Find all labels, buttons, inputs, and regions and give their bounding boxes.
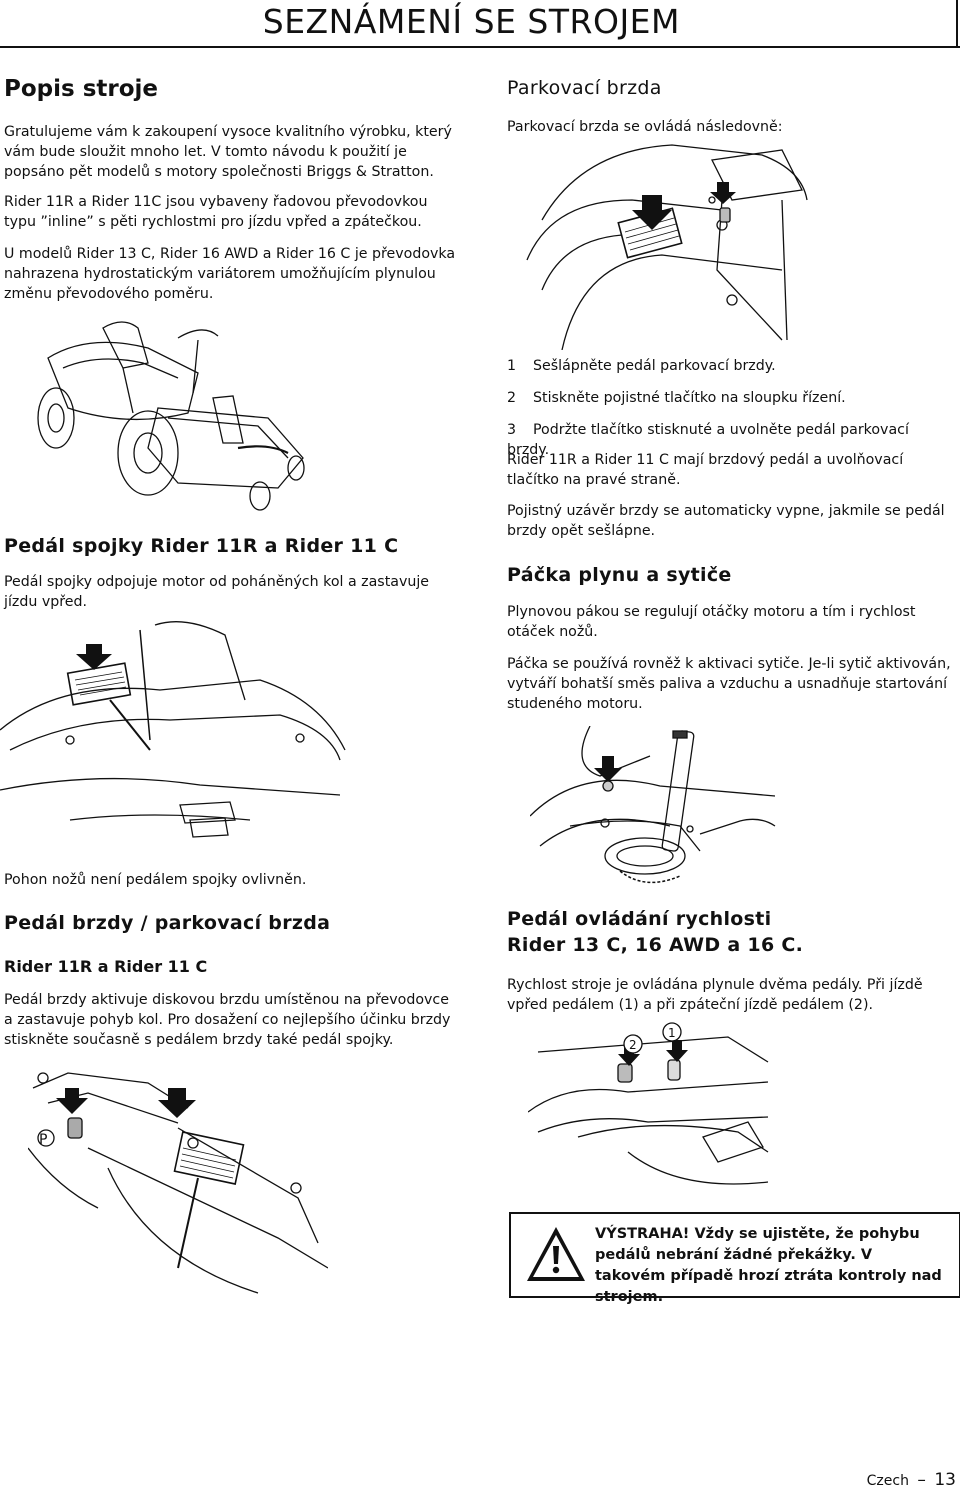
parkovaci-intro: Parkovací brzda se ovládá následovně: [507,119,783,135]
plyn-paragraph-1: Plynovou pákou se regulují otáčky motoru… [507,604,916,640]
parkovaci-step-1: 1 Sešlápněte pedál parkovací brzdy. [507,356,952,376]
brzda-heading: Pedál brzdy / parkovací brzda [4,912,331,934]
step-text: Stiskněte pojistné tlačítko na sloupku ř… [533,390,846,406]
spojka-heading: Pedál spojky Rider 11R a Rider 11 C [4,535,399,557]
rider-mower-illustration [28,318,328,518]
parking-brake-illustration [522,140,812,350]
step-text: Sešlápněte pedál parkovací brzdy. [533,358,776,374]
popis-paragraph-1: Gratulujeme vám k zakoupení vysoce kvali… [4,124,452,180]
page-title: SEZNÁMENÍ SE STROJEM [262,2,680,41]
popis-heading: Popis stroje [4,76,159,102]
popis-paragraph-2: Rider 11R a Rider 11C jsou vybaveny řado… [4,194,428,230]
rychlost-heading-line-1: Pedál ovládání rychlosti [507,908,772,930]
rychlost-heading-line-2: Rider 13 C, 16 AWD a 16 C. [507,934,804,956]
speed-pedals-illustration: 2 1 [528,1022,773,1192]
callout-1: 1 [668,1026,676,1040]
parkovaci-paragraph-2: Pojistný uzávěr brzdy se automaticky vyp… [507,503,945,539]
footer-language: Czech [866,1473,909,1489]
rychlost-paragraph: Rychlost stroje je ovládána plynule dvěm… [507,977,923,1013]
plyn-paragraph-2: Páčka se používá rovněž k aktivaci sytič… [507,656,951,712]
spojka-note: Pohon nožů není pedálem spojky ovlivněn. [4,872,307,888]
callout-2: 2 [629,1038,637,1052]
warning-triangle-icon [525,1224,587,1284]
parkovaci-heading: Parkovací brzda [507,77,662,99]
step-number: 3 [507,422,517,438]
brzda-subheading: Rider 11R a Rider 11 C [4,957,208,976]
step-text: Podržte tlačítko stisknuté a uvolněte pe… [507,422,909,458]
clutch-pedal-illustration [0,620,350,860]
header-rule [0,46,960,48]
header-corner-rule [956,0,958,48]
popis-paragraph-3: U modelů Rider 13 C, Rider 16 AWD a Ride… [4,246,456,302]
footer-dash: – [917,1470,926,1490]
parkovaci-step-2: 2 Stiskněte pojistné tlačítko na sloupku … [507,388,952,408]
page-number: 13 [934,1470,956,1490]
page-footer: Czech – 13 [867,1470,956,1490]
brake-pedal-illustration: P [28,1068,328,1298]
step-number: 2 [507,390,517,406]
brzda-paragraph: Pedál brzdy aktivuje diskovou brzdu umís… [4,992,451,1048]
step-number: 1 [507,358,517,374]
warning-text: VÝSTRAHA! Vždy se ujistěte, že pohybu pe… [595,1226,942,1305]
spojka-paragraph: Pedál spojky odpojuje motor od poháněnýc… [4,574,430,610]
warning-box: VÝSTRAHA! Vždy se ujistěte, že pohybu pe… [509,1212,960,1305]
parkovaci-paragraph-1: Rider 11R a Rider 11 C mají brzdový pedá… [507,452,904,488]
plyn-heading: Páčka plynu a sytiče [507,564,732,586]
parking-p-symbol: P [39,1132,47,1148]
throttle-illustration [530,726,780,896]
